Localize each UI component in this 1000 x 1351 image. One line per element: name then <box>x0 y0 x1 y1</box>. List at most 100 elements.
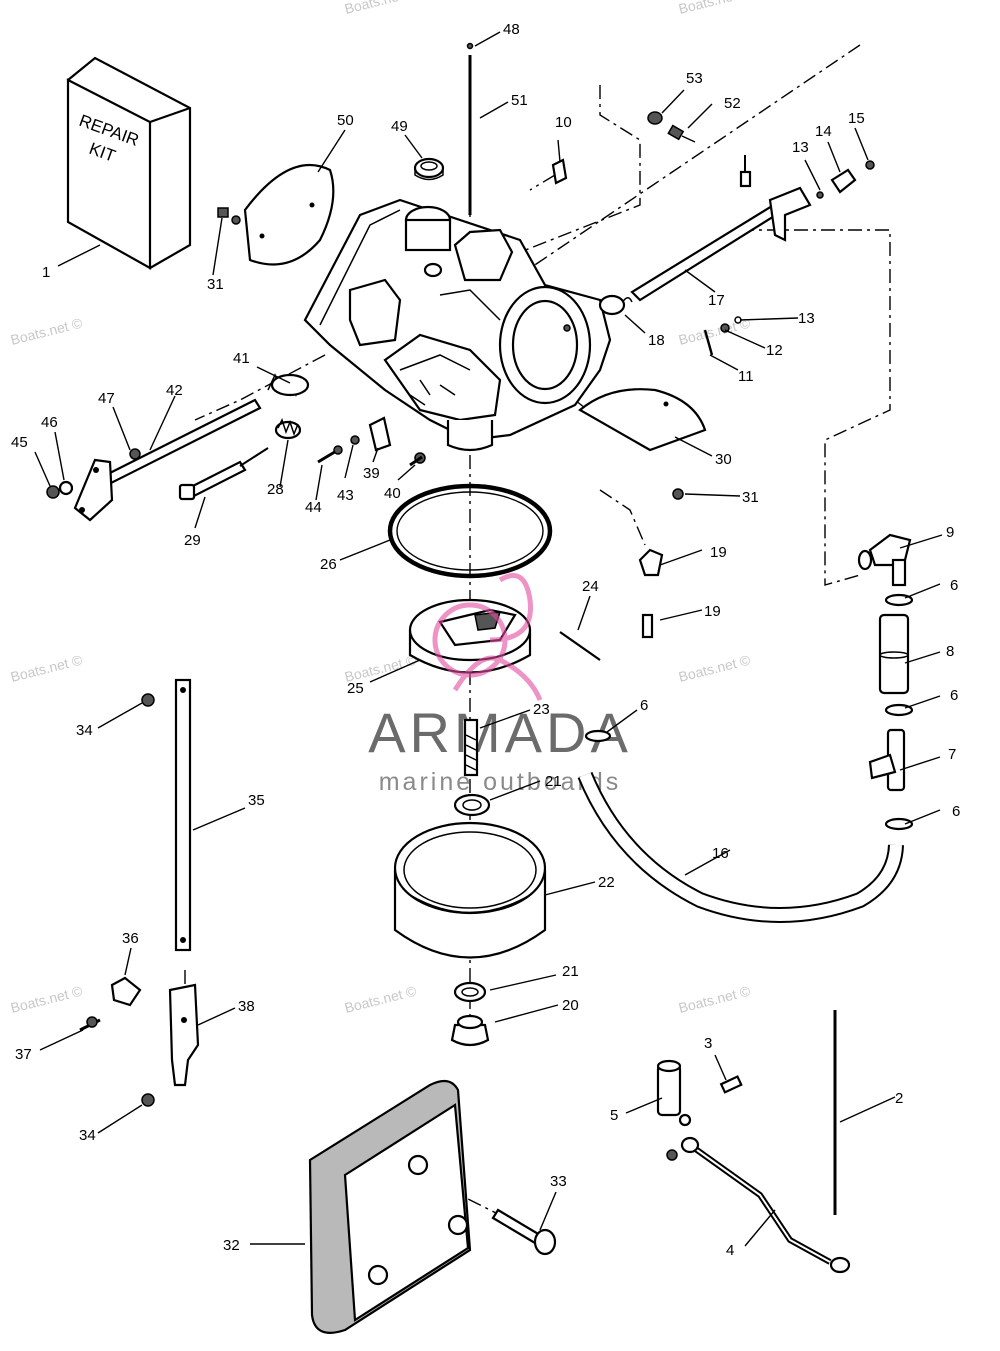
block-36 <box>110 976 142 1007</box>
spring-28 <box>274 418 302 440</box>
callout-3: 3 <box>704 1035 712 1052</box>
fuel-hose-16 <box>577 771 904 923</box>
watermark: Boats.net © <box>677 982 753 1015</box>
callout-23: 23 <box>533 701 550 718</box>
clamp-6 <box>584 729 612 743</box>
callout-48: 48 <box>503 21 520 38</box>
drain-plug-20 <box>450 1014 490 1047</box>
clip-10 <box>551 158 568 185</box>
washer-43 <box>350 435 360 445</box>
callout-6: 6 <box>950 577 958 594</box>
callout-21: 21 <box>545 773 562 790</box>
callout-19: 19 <box>704 603 721 620</box>
ring-49 <box>413 157 445 181</box>
pin-3 <box>719 1075 743 1094</box>
callout-37: 37 <box>15 1046 32 1063</box>
nut-47 <box>129 448 141 460</box>
screw-31 <box>672 488 684 500</box>
screw-44 <box>317 445 343 464</box>
callout-39: 39 <box>363 465 380 482</box>
callout-40: 40 <box>384 485 401 502</box>
screw-40 <box>409 452 426 467</box>
washer-46 <box>58 480 74 496</box>
callout-31: 31 <box>207 276 224 293</box>
screw-33 <box>491 1208 557 1256</box>
choke-shaft-17 <box>630 155 812 302</box>
needle-screw-29 <box>178 447 269 501</box>
nut-34 <box>141 693 155 707</box>
callout-6: 6 <box>640 697 648 714</box>
spring-41 <box>267 373 310 397</box>
screw-52 <box>667 124 696 143</box>
gasket-50 <box>243 163 335 266</box>
cover-32 <box>308 1079 472 1334</box>
callout-24: 24 <box>582 578 599 595</box>
callout-17: 17 <box>708 292 725 309</box>
callout-26: 26 <box>320 556 337 573</box>
callout-35: 35 <box>248 792 265 809</box>
spring-18 <box>598 294 633 316</box>
callout-53: 53 <box>686 70 703 87</box>
callout-34: 34 <box>76 722 93 739</box>
callout-21: 21 <box>562 963 579 980</box>
callout-31: 31 <box>742 489 759 506</box>
link-4 <box>666 1136 851 1274</box>
bracket-38 <box>168 983 200 1087</box>
callout-5: 5 <box>610 1107 618 1124</box>
bracket-39 <box>368 416 392 452</box>
clamp-6 <box>884 817 914 831</box>
callout-15: 15 <box>848 110 865 127</box>
elbow-fitting-9 <box>857 533 912 587</box>
screw-37 <box>79 1016 101 1032</box>
callout-18: 18 <box>648 332 665 349</box>
callout-8: 8 <box>946 643 954 660</box>
callout-16: 16 <box>712 845 729 862</box>
pin-11 <box>703 316 742 356</box>
bracket-5 <box>656 1059 692 1127</box>
link-rod-35 <box>174 678 192 952</box>
callout-47: 47 <box>98 390 115 407</box>
watermark: Boats.net © <box>9 982 85 1015</box>
needle-valve-19 <box>638 548 664 639</box>
watermark: Boats.net © <box>677 651 753 684</box>
pin-24 <box>559 631 601 661</box>
callout-51: 51 <box>511 92 528 109</box>
callout-33: 33 <box>550 1173 567 1190</box>
throttle-shaft-42 <box>73 398 262 522</box>
hose-8 <box>878 613 910 695</box>
callout-49: 49 <box>391 118 408 135</box>
watermark: Boats.net © <box>677 0 753 17</box>
repair-kit-box: REPAIR KIT <box>66 56 192 270</box>
callout-42: 42 <box>166 382 183 399</box>
callout-20: 20 <box>562 997 579 1014</box>
gasket-30 <box>578 388 707 452</box>
watermark: Boats.net © <box>343 982 419 1015</box>
callout-44: 44 <box>305 499 322 516</box>
needle-51 <box>466 42 474 215</box>
armada-logo: ARMADA marine outboards <box>368 573 628 796</box>
callout-7: 7 <box>948 746 956 763</box>
fitting-14 <box>816 160 875 199</box>
callout-1: 1 <box>42 264 50 281</box>
jet-23 <box>463 718 479 777</box>
callout-13: 13 <box>792 139 809 156</box>
callout-6: 6 <box>950 687 958 704</box>
callout-4: 4 <box>726 1242 734 1259</box>
callout-2: 2 <box>895 1090 903 1107</box>
callout-52: 52 <box>724 95 741 112</box>
callout-29: 29 <box>184 532 201 549</box>
logo-subtitle: marine outboards <box>379 768 622 796</box>
callout-labels: 1 2 3 4 5 6 6 6 6 7 8 9 10 11 12 13 13 1… <box>11 21 960 1259</box>
nut-34 <box>141 1093 155 1107</box>
callout-6: 6 <box>952 803 960 820</box>
callout-25: 25 <box>347 680 364 697</box>
callout-28: 28 <box>267 481 284 498</box>
callout-30: 30 <box>715 451 732 468</box>
callout-46: 46 <box>41 414 58 431</box>
nut-45 <box>46 485 60 499</box>
carburetor-body <box>303 198 612 452</box>
gasket-26 <box>387 483 553 579</box>
washer-21 <box>453 793 491 817</box>
watermark: Boats.net © <box>9 651 85 684</box>
